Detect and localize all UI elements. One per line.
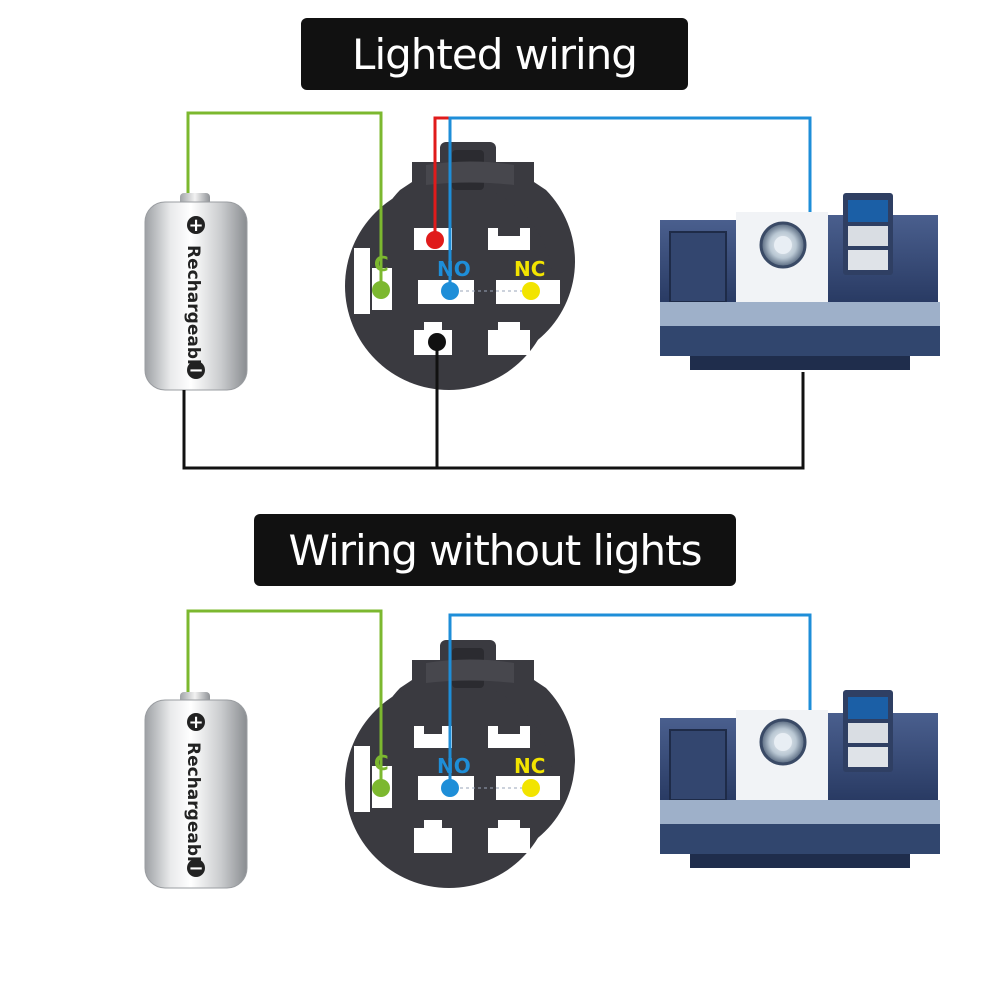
pin-nc xyxy=(522,282,540,300)
pin-no xyxy=(441,282,459,300)
pin-led-positive xyxy=(426,231,444,249)
battery-label: Rechargeable xyxy=(183,245,203,376)
battery: + Rechargeable − xyxy=(144,692,248,889)
battery-plus-sign: + xyxy=(188,712,203,733)
cnc-machine xyxy=(660,193,940,370)
wire-machine-return xyxy=(437,372,805,470)
label-no: NO xyxy=(437,257,471,281)
pin-common xyxy=(372,779,390,797)
wire-common xyxy=(186,609,383,788)
label-nc: NC xyxy=(514,257,545,281)
pin-led-negative xyxy=(428,333,446,351)
battery-minus-sign: − xyxy=(188,360,203,381)
battery-minus-icon xyxy=(187,361,205,379)
pin-no xyxy=(441,779,459,797)
wire-no xyxy=(448,116,812,290)
battery-minus-sign: − xyxy=(188,858,203,879)
section-without-lights: + Rechargeable − xyxy=(144,609,940,889)
title-lighted-wiring: Lighted wiring xyxy=(301,18,688,90)
section-lighted: + Rechargeable − xyxy=(144,111,940,470)
wire-ground xyxy=(182,342,439,470)
cnc-machine xyxy=(660,690,940,868)
wire-led-positive xyxy=(433,116,452,238)
wire-common xyxy=(186,111,383,290)
battery-label: Rechargeable xyxy=(183,742,203,873)
battery-plus-icon xyxy=(187,713,205,731)
battery-plus-icon xyxy=(187,216,205,234)
battery: + Rechargeable − xyxy=(144,193,248,391)
label-common: C xyxy=(374,252,389,276)
label-nc: NC xyxy=(514,754,545,778)
battery-minus-icon xyxy=(187,859,205,877)
pin-common xyxy=(372,281,390,299)
battery-plus-sign: + xyxy=(188,215,203,236)
title-wiring-without-lights: Wiring without lights xyxy=(254,514,736,586)
label-no: NO xyxy=(437,754,471,778)
label-common: C xyxy=(374,751,389,775)
wire-no xyxy=(448,613,812,788)
pin-nc xyxy=(522,779,540,797)
